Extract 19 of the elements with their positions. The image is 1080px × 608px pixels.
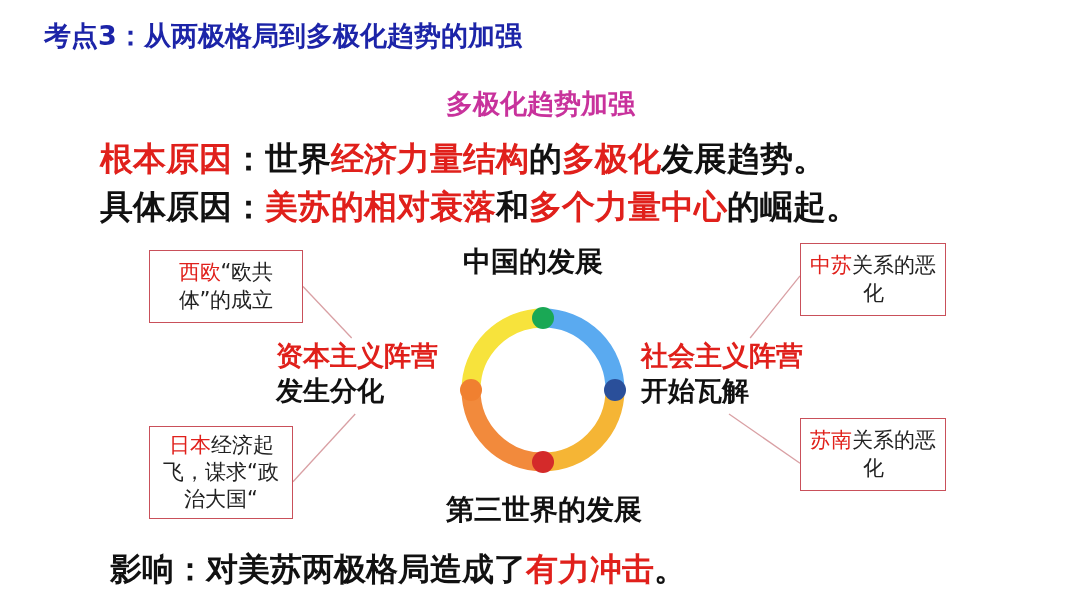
camp-text: 社会主义阵营 xyxy=(641,339,804,373)
reason-text: 根本原因：世界经济力量结构的多极化发展趋势。 xyxy=(100,138,826,180)
camp-text: 开始瓦解 xyxy=(641,374,750,409)
camp-text: 发生分化 xyxy=(276,374,385,409)
text-box: 日本经济起飞，谋求“政治大国“ xyxy=(149,426,293,519)
reason-text: 具体原因：美苏的相对衰落和多个力量中心的崛起。 xyxy=(100,186,859,228)
ring-label: 中国的发展 xyxy=(463,244,603,280)
subtitle: 多极化趋势加强 xyxy=(444,87,636,121)
impact-text: 影响：对美苏两极格局造成了有力冲击。 xyxy=(110,549,686,590)
connector-line xyxy=(292,413,356,483)
connector-line xyxy=(728,413,801,464)
text-box: 中苏关系的恶化 xyxy=(800,243,946,316)
camp-text: 资本主义阵营 xyxy=(276,339,439,373)
connector-line xyxy=(749,275,801,339)
connector-line xyxy=(302,285,353,339)
slide-title: 考点3：从两极格局到多极化趋势的加强 xyxy=(44,19,522,53)
text-box: 苏南关系的恶化 xyxy=(800,418,946,491)
text-box: 西欧“欧共体”的成立 xyxy=(149,250,303,323)
ring-label: 第三世界的发展 xyxy=(446,492,642,528)
